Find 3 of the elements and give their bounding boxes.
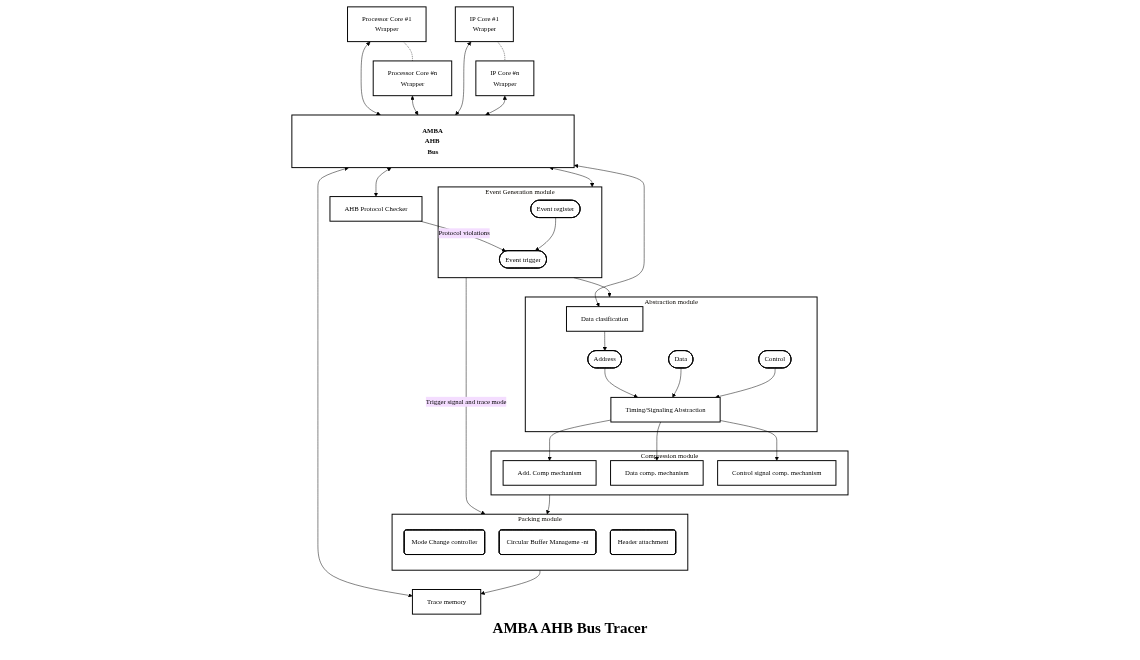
connector [497,40,506,61]
note-text: AMBA AHB Bus Tracer [491,620,649,637]
connector [403,40,413,61]
